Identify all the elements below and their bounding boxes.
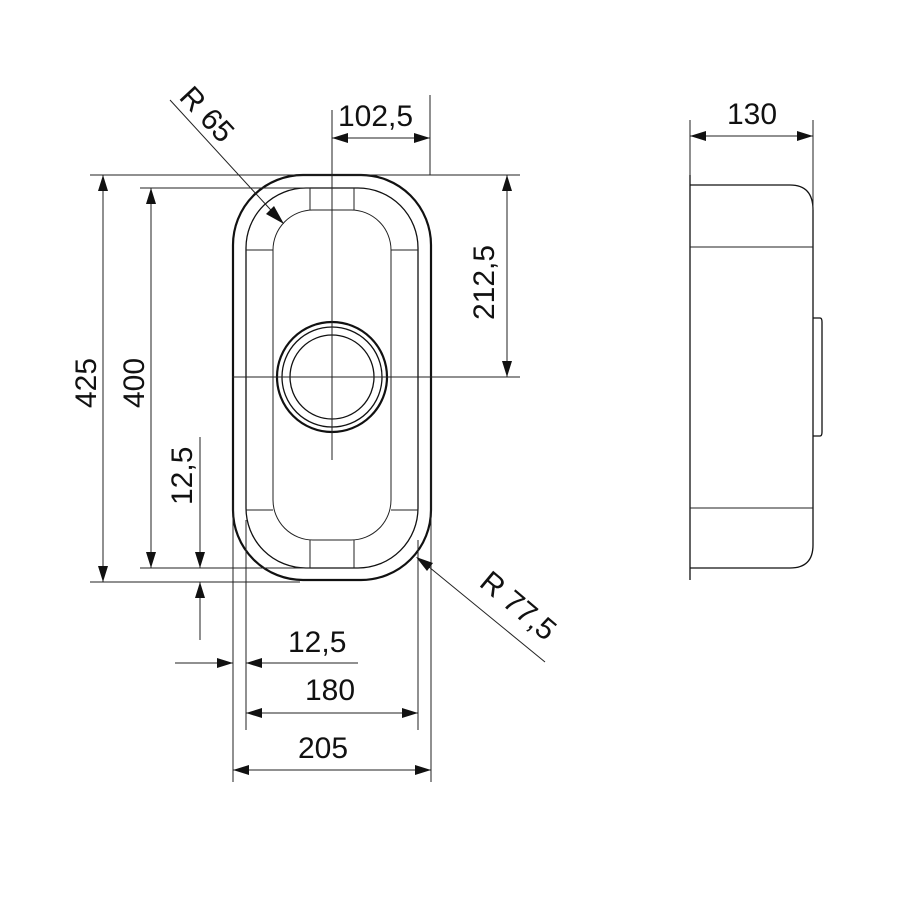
flange-side-label: 12,5 bbox=[288, 626, 346, 659]
outer-width-label: 205 bbox=[298, 732, 348, 765]
outer-length-label: 425 bbox=[70, 358, 103, 408]
radius-outer-label: R 77,5 bbox=[474, 565, 563, 647]
sink-top-view bbox=[231, 110, 520, 582]
inner-width-label: 180 bbox=[305, 674, 355, 707]
dimension-lines: R 65 102,5 212,5 425 400 12,5 bbox=[70, 80, 562, 782]
depth-label: 130 bbox=[727, 98, 777, 131]
drain-position-label: 212,5 bbox=[468, 245, 501, 320]
sink-side-view: 130 bbox=[689, 98, 823, 580]
inner-length-label: 400 bbox=[118, 358, 151, 408]
flange-bottom-label: 12,5 bbox=[166, 447, 199, 505]
offset-center-label: 102,5 bbox=[338, 100, 413, 133]
